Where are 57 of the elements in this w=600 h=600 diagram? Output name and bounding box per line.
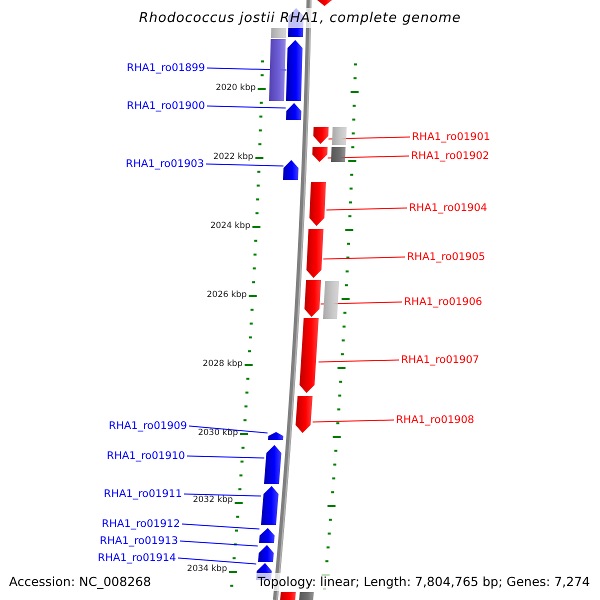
scale-label: 2020 kbp: [216, 83, 256, 94]
gene-feature: [260, 486, 280, 525]
leader-line: [328, 136, 410, 140]
scale-label: 2032 kbp: [192, 495, 233, 506]
gene-feature: [258, 545, 274, 562]
leader-line: [178, 558, 257, 564]
leader-line: [206, 106, 286, 108]
leader-line: [312, 420, 394, 422]
leader-line: [182, 524, 260, 530]
gene-label: RHA1_ro01907: [401, 354, 480, 366]
leader-line: [184, 494, 262, 496]
scale-label: 2034 kbp: [187, 564, 228, 575]
scale-label: 2028 kbp: [202, 359, 243, 370]
gene-label: RHA1_ro01905: [407, 250, 486, 264]
leader-line: [186, 456, 265, 458]
scale-label: 2022 kbp: [213, 152, 254, 163]
gene-label: RHA1_ro01900: [126, 100, 205, 112]
scale-label: 2026 kbp: [206, 290, 247, 301]
feature-block: [269, 39, 286, 101]
leader-line: [327, 156, 410, 158]
feature-block: [332, 127, 346, 145]
gene-label: RHA1_ro01909: [108, 420, 187, 432]
gene-feature: [268, 432, 284, 440]
leader-line: [318, 360, 400, 362]
gene-feature: [309, 182, 326, 226]
gene-feature: [295, 396, 313, 433]
gene-label: RHA1_ro01914: [98, 552, 176, 564]
gene-feature: [286, 103, 302, 120]
gene-label: RHA1_ro01904: [409, 202, 488, 214]
gene-feature: [264, 445, 282, 484]
gene-label: RHA1_ro01912: [102, 518, 180, 530]
feature-block: [271, 28, 286, 38]
gene-feature: [304, 280, 321, 317]
gene-label: RHA1_ro01906: [404, 296, 482, 308]
gene-feature: [312, 127, 328, 144]
gene-feature: [286, 40, 304, 101]
gene-label: RHA1_ro01899: [126, 62, 205, 74]
gene-label: RHA1_ro01902: [411, 150, 490, 162]
gene-label: RHA1_ro01903: [126, 158, 204, 170]
leader-line: [322, 256, 406, 260]
leader-line: [206, 164, 284, 166]
gene-feature: [312, 147, 328, 162]
gene-label: RHA1_ro01901: [412, 130, 490, 144]
gene-label: RHA1_ro01911: [104, 488, 182, 500]
leader-line: [326, 208, 408, 210]
feature-block: [322, 281, 339, 319]
scale-label: 2030 kbp: [198, 428, 238, 439]
gene-label: RHA1_ro01908: [396, 414, 474, 426]
gene-feature: [259, 528, 276, 543]
gene-label: RHA1_ro01913: [100, 534, 178, 548]
scale-label: 2024 kbp: [210, 221, 250, 232]
feature-block: [331, 147, 346, 162]
gene-feature: [283, 160, 300, 180]
gene-label: RHA1_ro01910: [106, 450, 185, 462]
gene-feature: [306, 229, 324, 278]
leader-line: [188, 426, 268, 434]
leader-line: [180, 540, 258, 546]
